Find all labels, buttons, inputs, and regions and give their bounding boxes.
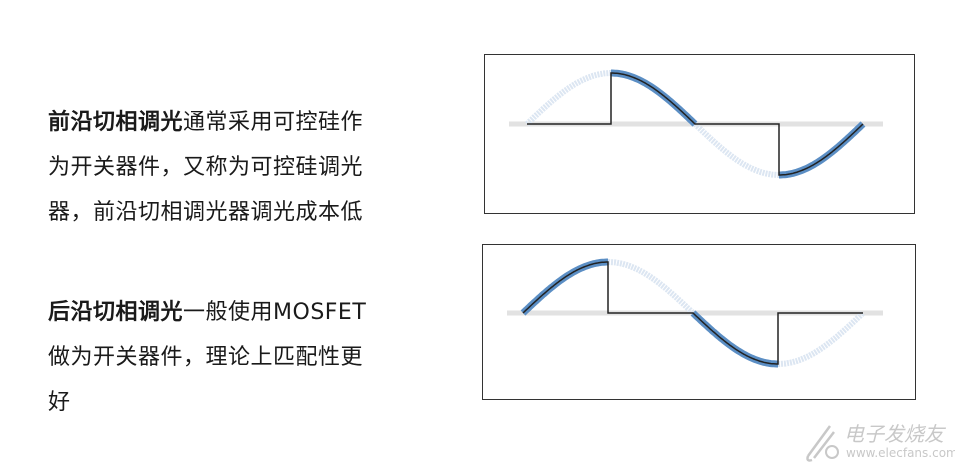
trailing-edge-line-3: 好 [48, 390, 71, 415]
blocked-half-2 [692, 121, 779, 178]
conducted-half-2 [779, 121, 866, 179]
blocked-half-1 [524, 70, 611, 127]
leading-edge-line-2: 为开关器件，又称为可控硅调光 [48, 155, 364, 180]
leading-edge-waveform [509, 69, 883, 179]
watermark-logo-icon [806, 425, 839, 462]
leading-edge-line-1: 通常采用可控硅作 [183, 110, 364, 135]
blocked-half-1 [608, 259, 696, 316]
watermark-url: www.elecfans.com [846, 446, 955, 460]
output-waveform [522, 261, 863, 365]
conducted-half-1 [611, 69, 698, 127]
leading-edge-description: 前沿切相调光通常采用可控硅作 为开关器件，又称为可控硅调光 器，前沿切相调光器调… [48, 100, 408, 235]
leading-edge-line-3: 器，前沿切相调光器调光成本低 [48, 200, 364, 225]
watermark-text: 电子发烧友 [844, 422, 944, 446]
conducted-half-2 [690, 310, 778, 368]
leading-edge-term: 前沿切相调光 [48, 110, 184, 135]
trailing-edge-line-1: 一般使用MOSFET [183, 300, 367, 325]
trailing-edge-waveform [507, 258, 883, 368]
trailing-edge-description: 后沿切相调光一般使用MOSFET 做为开关器件，理论上匹配性更 好 [48, 290, 408, 425]
conducted-half-1 [520, 258, 608, 316]
trailing-edge-term: 后沿切相调光 [48, 300, 184, 325]
leading-edge-waveform-panel [484, 54, 915, 214]
trailing-edge-line-2: 做为开关器件，理论上匹配性更 [48, 345, 364, 370]
trailing-edge-waveform-panel [482, 244, 916, 400]
blocked-half-2 [778, 310, 866, 367]
elecfans-watermark: 电子发烧友 www.elecfans.com [800, 416, 955, 466]
output-waveform [527, 72, 864, 176]
